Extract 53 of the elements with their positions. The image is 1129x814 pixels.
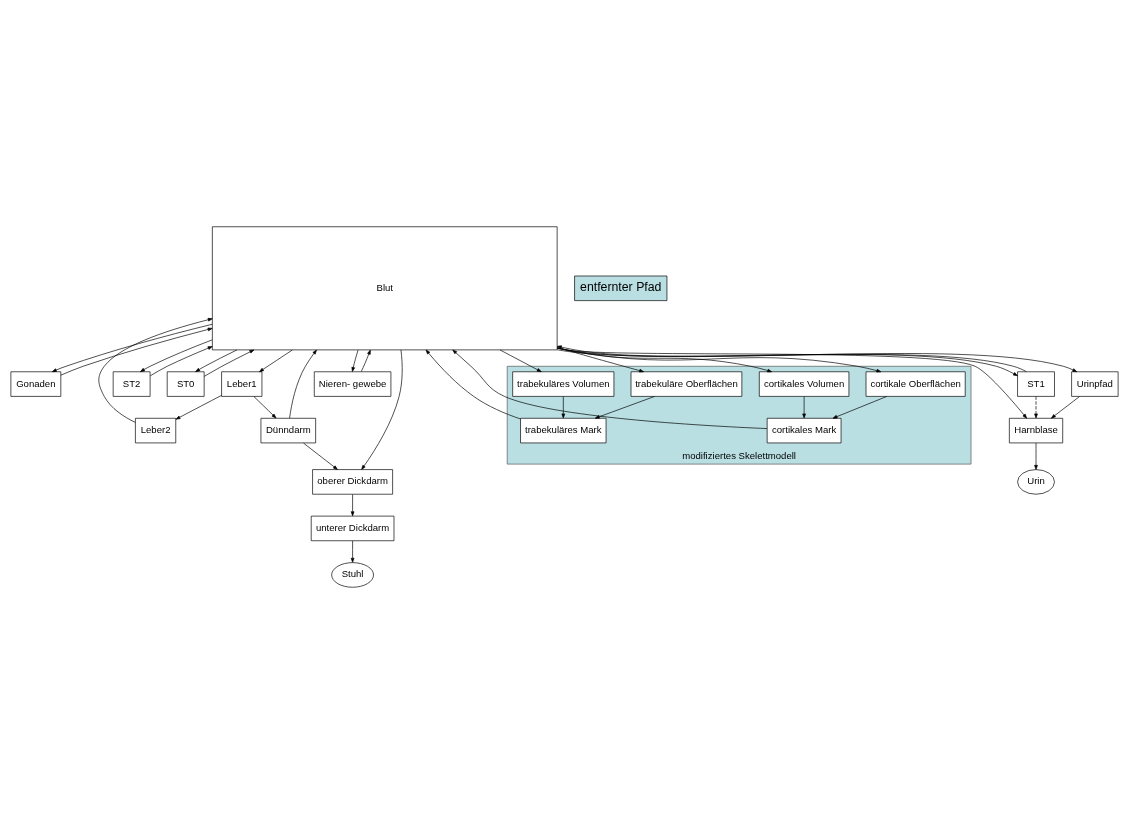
- node-box: Dünndarm: [260, 417, 316, 444]
- arrow: [303, 442, 338, 470]
- arrow: [289, 349, 317, 419]
- arrow: [556, 347, 1078, 373]
- node-box: ST2: [112, 371, 151, 397]
- arrow: [51, 323, 213, 373]
- node-box: ST1: [1017, 371, 1055, 397]
- arrow: [557, 345, 1027, 372]
- node-box: Leber2: [135, 417, 177, 444]
- arrow: [253, 396, 277, 419]
- node-box: cortikales Volumen: [758, 371, 850, 397]
- arrow: [360, 349, 371, 372]
- arrow: [556, 346, 644, 373]
- arrow: [561, 396, 566, 419]
- node-box: Blut: [212, 226, 558, 351]
- arrow: [556, 347, 882, 373]
- arrow: [832, 396, 887, 419]
- arrow: [351, 349, 359, 372]
- arrow: [175, 395, 222, 420]
- arrow: [594, 396, 655, 419]
- node-box: Harnblase: [1009, 417, 1064, 444]
- arrow: [452, 349, 768, 429]
- arrow: [60, 327, 213, 376]
- arrow: [556, 347, 1027, 419]
- node-box: Leber1: [221, 371, 263, 397]
- node-box: cortikale Oberflächen: [865, 371, 966, 397]
- arrow: [259, 349, 293, 373]
- arrow: [350, 494, 355, 517]
- node-ellipse: Stuhl: [331, 562, 374, 588]
- node-box: ST0: [166, 371, 205, 397]
- node-ellipse: Urin: [1017, 469, 1055, 495]
- node-box: trabekuläre Oberflächen: [630, 371, 743, 397]
- node-box: oberer Dickdarm: [312, 469, 393, 495]
- node-box: trabekuläres Volumen: [512, 371, 615, 397]
- node-box: Nieren- gewebe: [313, 371, 392, 397]
- arrow: [557, 349, 1018, 377]
- arrow: [350, 540, 355, 563]
- node-box: unterer Dickdarm: [310, 515, 395, 542]
- arrow: [195, 349, 238, 372]
- arrow: [1051, 396, 1080, 419]
- arrow: [425, 349, 521, 420]
- arrow: [98, 318, 213, 423]
- arrow: [1034, 396, 1038, 419]
- arrow: [203, 349, 255, 377]
- arrow: [140, 339, 213, 373]
- arrow: [361, 349, 403, 470]
- arrow: [150, 346, 213, 377]
- arrow: [556, 347, 772, 373]
- arrow: [802, 396, 806, 419]
- node-box: Gonaden: [10, 371, 62, 397]
- node-box: Urinpfad: [1071, 371, 1119, 397]
- legend-label: entfernter Pfad: [580, 280, 662, 295]
- arrow: [1034, 442, 1038, 470]
